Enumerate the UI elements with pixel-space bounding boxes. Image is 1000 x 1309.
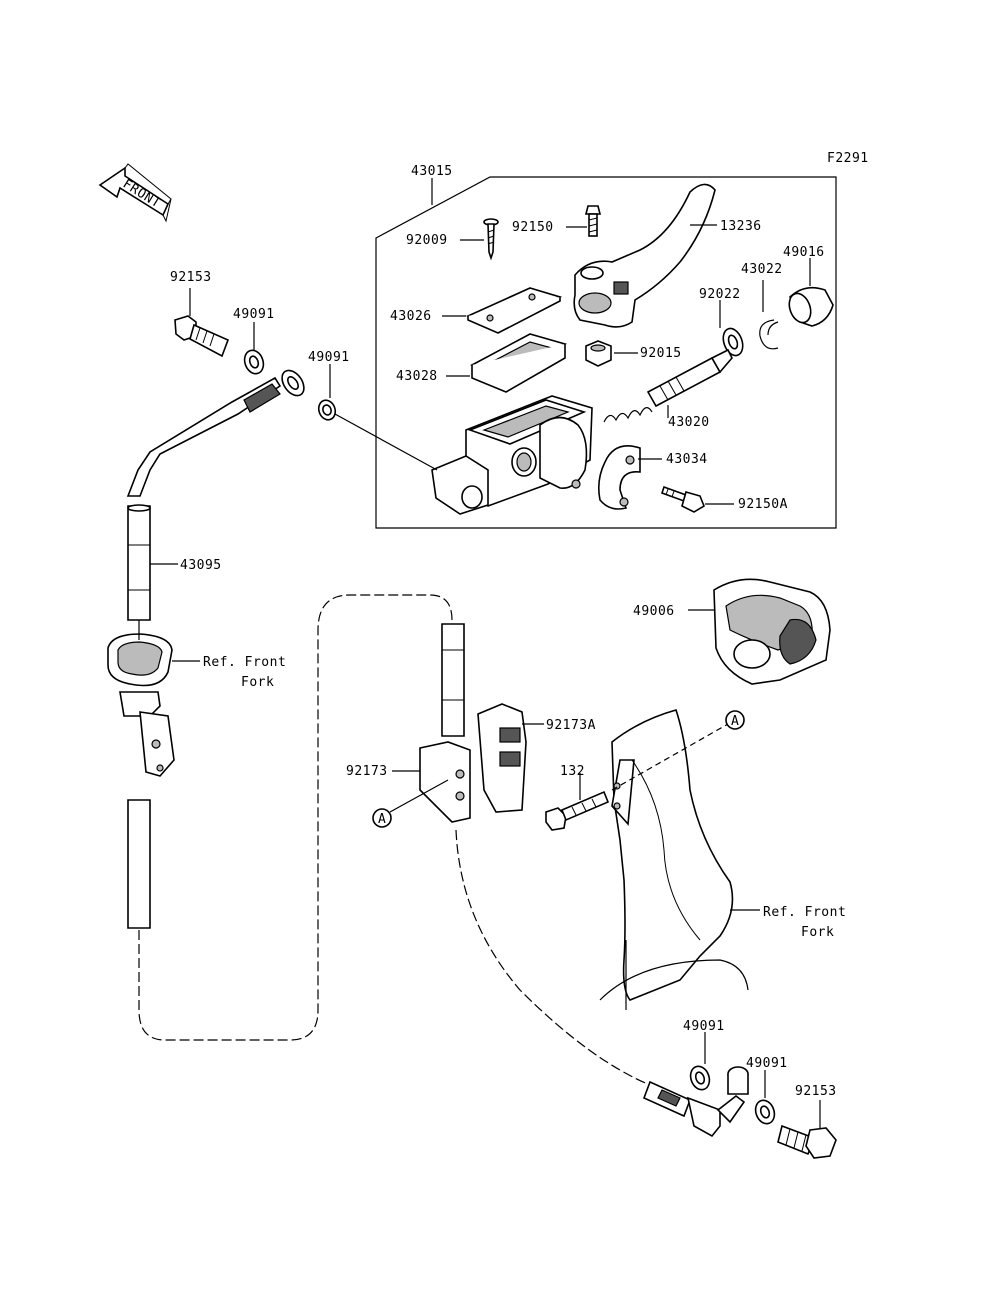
label-13236: 13236: [720, 219, 762, 234]
clamp-43034: [598, 445, 662, 510]
washer-49091-top-b: [317, 364, 337, 421]
front-arrow-label: FRONT: [120, 177, 163, 212]
diaphragm-43028: [446, 333, 568, 393]
ref-fork-right-line2: Fork: [801, 925, 834, 940]
callout-a-left: [372, 779, 449, 828]
label-92150A: 92150A: [738, 497, 788, 512]
callout-a-right-label: A: [731, 714, 739, 729]
label-92009: 92009: [406, 233, 448, 248]
lever-cover-49006: [688, 578, 831, 685]
label-49091-top-b: 49091: [308, 350, 350, 365]
label-43095: 43095: [180, 558, 222, 573]
ref-fork-right-line1: Ref. Front: [763, 905, 846, 920]
callout-a-right: [725, 710, 745, 730]
boot-49016: [788, 258, 834, 327]
hose-middle: [441, 623, 651, 1086]
banjo-bolt-92153-bottom: [777, 1100, 837, 1159]
label-92153-top: 92153: [170, 270, 212, 285]
circlip-43022: [759, 280, 779, 350]
bracket-92173: [392, 741, 471, 823]
label-132: 132: [560, 764, 585, 779]
front-arrow-icon: FRONT: [98, 163, 172, 223]
master-cylinder-body: [431, 395, 593, 515]
washer-49091-bottom-b: [754, 1070, 776, 1125]
figure-code: F2291: [827, 151, 869, 166]
label-49091-bottom-b: 49091: [746, 1056, 788, 1071]
callout-a-left-label: A: [378, 812, 386, 827]
label-49006: 49006: [633, 604, 675, 619]
label-92173: 92173: [346, 764, 388, 779]
ref-fork-left-line2: Fork: [241, 675, 274, 690]
label-92153-bottom: 92153: [795, 1084, 837, 1099]
lever-13236: [573, 183, 717, 328]
banjo-bolt-92153-top: [174, 288, 230, 358]
hose-lower-left: [127, 594, 453, 1041]
hose-fitting-bottom: [642, 1066, 749, 1138]
bolt-92150A: [660, 485, 734, 513]
label-92015: 92015: [640, 346, 682, 361]
label-92022: 92022: [699, 287, 741, 302]
label-49091-bottom-a: 49091: [683, 1019, 725, 1034]
bracket-92173A: [477, 703, 544, 813]
label-43028: 43028: [396, 369, 438, 384]
ref-fork-left-line1: Ref. Front: [203, 655, 286, 670]
washer-49091-bottom-a: [689, 1032, 711, 1091]
reservoir-cap-43026: [442, 287, 563, 334]
bolt-132: [545, 773, 610, 831]
piston-kit-43020: [603, 348, 733, 423]
label-43022: 43022: [741, 262, 783, 277]
washer-49091-top-a: [243, 322, 265, 375]
label-43026: 43026: [390, 309, 432, 324]
brake-hose-43095: [126, 369, 305, 621]
leader-washer-to-cylinder: [334, 413, 438, 471]
hose-clamp-left: [107, 633, 200, 777]
label-49091-top-a: 49091: [233, 307, 275, 322]
washer-92022: [719, 300, 744, 357]
label-43034: 43034: [666, 452, 708, 467]
master-cylinder-assembly-box: [375, 176, 837, 529]
label-92173A: 92173A: [546, 718, 596, 733]
fork-guard: [599, 709, 760, 1010]
screw-92009: [460, 218, 499, 261]
label-43020: 43020: [668, 415, 710, 430]
label-43015: 43015: [411, 164, 453, 179]
label-92150: 92150: [512, 220, 554, 235]
nut-92015: [585, 340, 638, 367]
label-49016: 49016: [783, 245, 825, 260]
screw-92150: [566, 205, 602, 237]
